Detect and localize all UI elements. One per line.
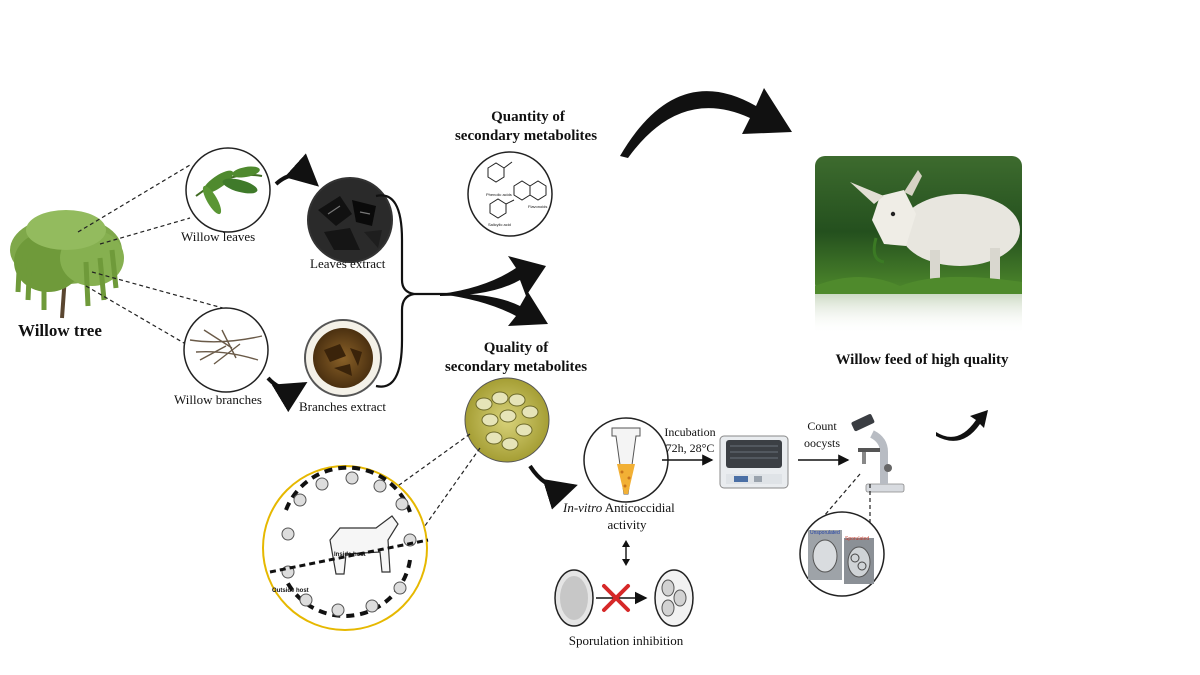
quantity-title-line1: Quantity of bbox=[491, 109, 566, 125]
leaves-to-extract-arrow bbox=[274, 153, 319, 187]
willow-leaves-icon bbox=[185, 147, 271, 233]
outside-host-label: Outside host bbox=[272, 588, 309, 594]
flavonoids-label: Flavonoids bbox=[528, 204, 547, 209]
oocyst-to-tube-arrow bbox=[528, 464, 578, 510]
salicylic-acid-label: Salicylic acid bbox=[488, 222, 511, 227]
willow-tree-label: Willow tree bbox=[18, 321, 102, 340]
shaking-incubator-icon bbox=[719, 435, 789, 489]
invitro-italic: In-vitro bbox=[562, 500, 603, 515]
chemical-structures-icon bbox=[467, 151, 553, 237]
oocyst-to-lifecycle-connectors bbox=[369, 433, 481, 531]
goat-photo bbox=[815, 156, 1022, 334]
branches-extract-label: Branches extract bbox=[299, 399, 386, 414]
invitro-label: In-vitro Anticoccidial bbox=[562, 500, 675, 515]
branches-extract-icon bbox=[304, 319, 382, 397]
willow-leaves-label: Willow leaves bbox=[181, 229, 255, 244]
big-curved-arrow-icon bbox=[620, 88, 792, 158]
split-arrow-up bbox=[440, 256, 546, 296]
invitro-rest: Anticoccidial bbox=[602, 500, 675, 515]
split-arrow-down bbox=[440, 292, 548, 326]
incubation-label-line2: 72h, 28°C bbox=[666, 441, 715, 455]
quantity-title-line2: secondary metabolites bbox=[455, 128, 597, 144]
leaves-extract-icon bbox=[307, 177, 393, 263]
activity-label: activity bbox=[608, 517, 647, 532]
sporulated-label: Sporulated bbox=[845, 536, 869, 542]
microscope-icon bbox=[851, 414, 905, 493]
count-label-line1: Count bbox=[807, 419, 837, 433]
sporulation-inhibition-label: Sporulation inhibition bbox=[569, 633, 684, 648]
sporulated-oocyst-icon bbox=[654, 569, 694, 627]
willow-feed-label: Willow feed of high quality bbox=[835, 352, 1009, 368]
tree-to-branches-connectors bbox=[85, 271, 231, 351]
tree-to-leaves-connectors bbox=[77, 164, 191, 245]
incubation-label-line1: Incubation bbox=[664, 425, 715, 439]
unsporulated-oocyst-icon bbox=[554, 569, 594, 627]
oocyst-count-icon bbox=[799, 511, 885, 597]
phenolic-acids-label: Phenolic acids bbox=[486, 192, 512, 197]
microscope-to-count-connectors bbox=[811, 473, 871, 540]
unsporulated-label: Unsporulated bbox=[810, 530, 840, 536]
quality-title-line2: secondary metabolites bbox=[445, 359, 587, 375]
branches-to-extract-arrow bbox=[266, 376, 308, 413]
red-x-inhibition-icon bbox=[602, 584, 630, 612]
coccidia-lifecycle-diagram bbox=[262, 465, 429, 631]
oocyst-micrograph-icon bbox=[464, 377, 550, 463]
leaves-extract-label: Leaves extract bbox=[310, 256, 386, 271]
count-label-line2: oocysts bbox=[804, 436, 840, 450]
test-tube-icon bbox=[583, 417, 669, 503]
small-curved-arrow-icon bbox=[936, 410, 988, 441]
quality-title-line1: Quality of bbox=[484, 340, 550, 356]
double-arrow-icon bbox=[622, 540, 630, 566]
inside-host-label: Inside host bbox=[334, 552, 366, 558]
willow-tree-icon bbox=[10, 210, 124, 319]
willow-branches-label: Willow branches bbox=[174, 392, 262, 407]
willow-branches-icon bbox=[183, 307, 269, 393]
